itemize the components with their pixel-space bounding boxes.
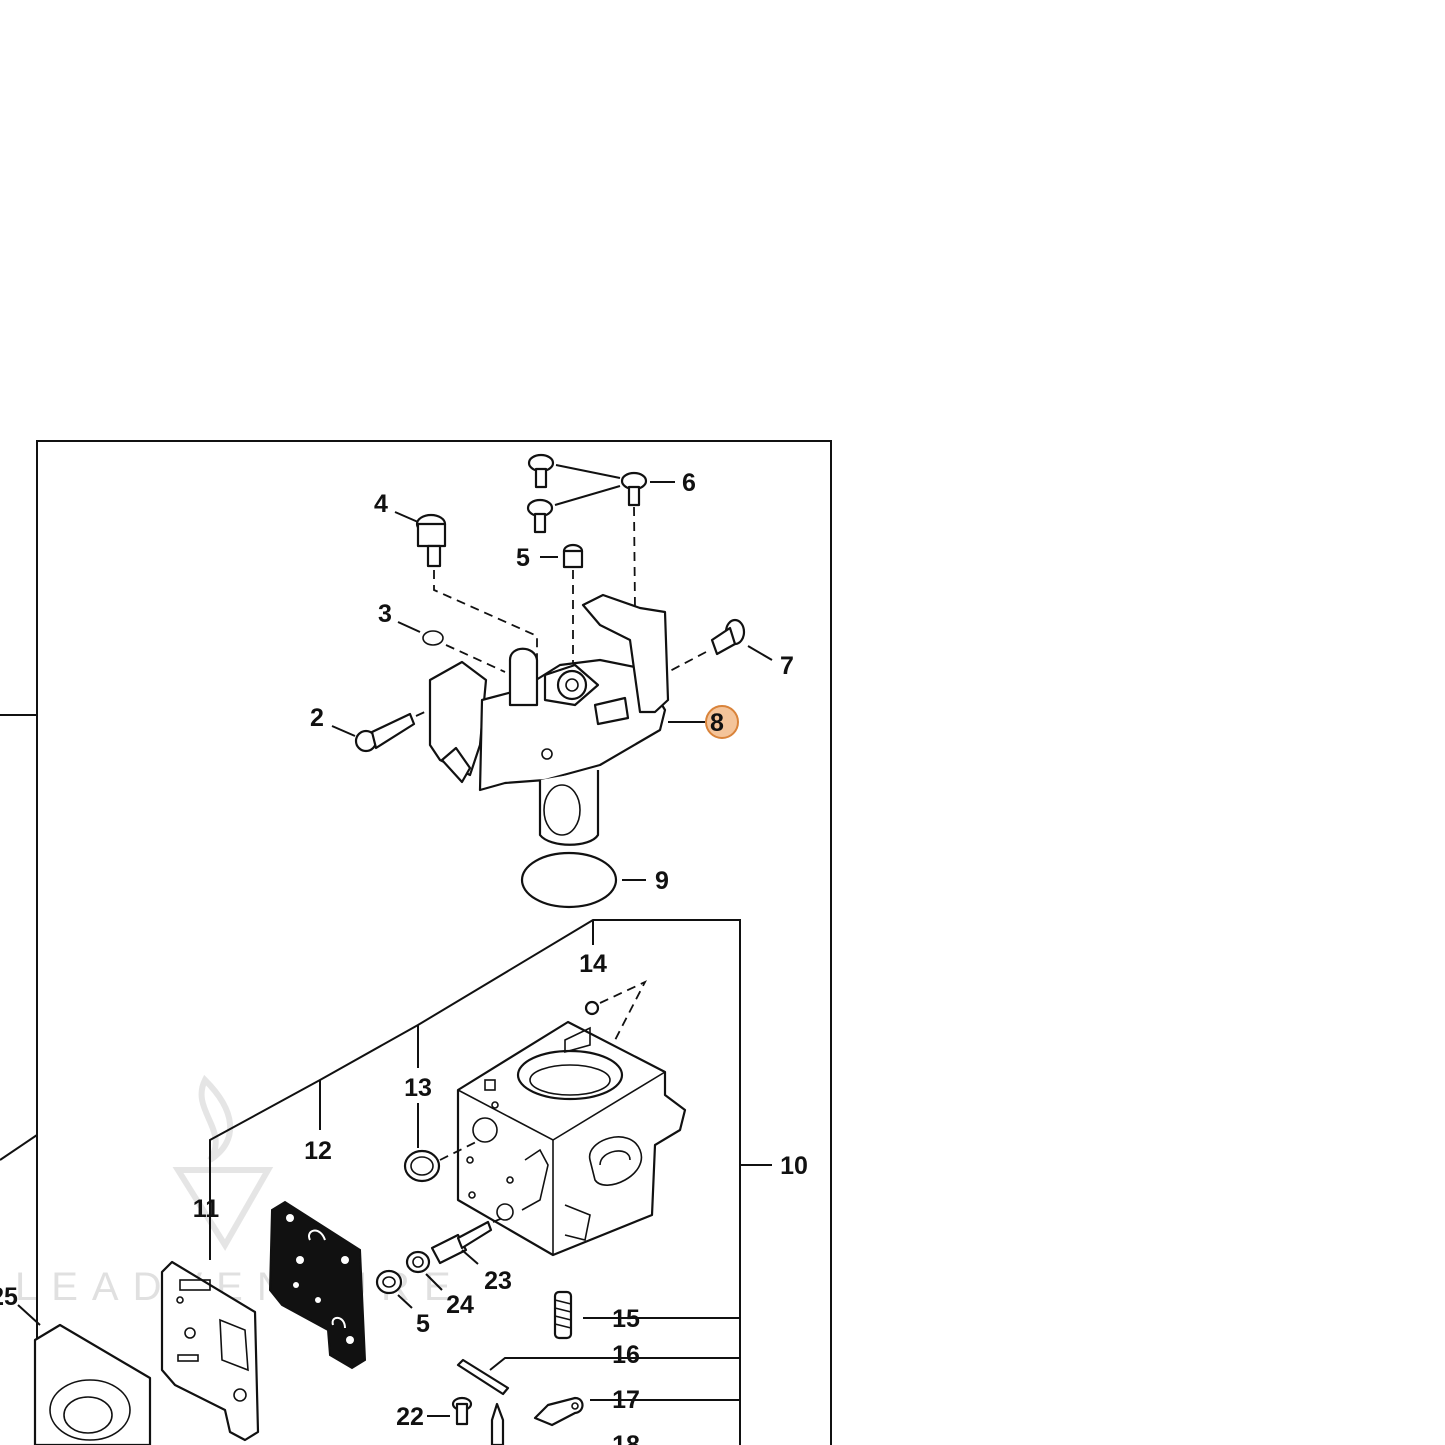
screw-part-2 [331,704,441,753]
callout-23: 23 [484,1267,512,1295]
callout-22: 22 [396,1403,424,1431]
callout-25: 25 [0,1283,18,1311]
jet-part-24 [405,1250,443,1291]
plug-part-5 [540,543,584,670]
callout-14: 14 [579,950,607,978]
callout-5a: 5 [516,544,530,572]
screw-part-6 [526,453,675,713]
callout-2: 2 [310,704,324,732]
spring-part-15 [553,1290,573,1340]
callout-9: 9 [655,867,669,895]
callout-3: 3 [378,600,392,628]
subassembly-bracket [209,919,772,1445]
screw-part-7 [667,618,773,673]
callout-15: 15 [612,1305,640,1333]
callout-7: 7 [780,652,794,680]
screen-part-13 [403,1103,481,1183]
assembly-frame [0,440,832,1445]
callout-10: 10 [780,1152,808,1180]
gasket-part-12 [268,1200,367,1370]
pin-part-16 [456,1358,510,1396]
callout-11: 11 [193,1195,220,1223]
callout-8-highlight[interactable] [705,705,739,739]
gasket-part-11 [160,1260,260,1442]
callout-13: 13 [404,1074,432,1102]
callout-12: 12 [304,1137,332,1165]
lever-part-17 [533,1396,584,1427]
carburetor-body-part-10 [456,1020,687,1257]
callout-5b: 5 [416,1310,430,1338]
screw-part-22 [427,1396,473,1426]
plug-part-5b [375,1269,413,1309]
oring-part-9 [520,851,646,909]
callout-24: 24 [446,1291,474,1319]
callout-4: 4 [374,490,388,518]
callout-labels: 2 3 4 5 6 7 8 9 10 11 12 13 14 15 16 17 … [0,469,808,1445]
callout-17: 17 [612,1386,640,1414]
cover-part-25 [17,1304,152,1445]
needle-valve [490,1402,505,1445]
needle-part-23 [430,1216,506,1265]
callout-18: 18 [612,1431,640,1445]
screw-part-4 [394,511,538,660]
callout-6: 6 [682,469,696,497]
callout-16: 16 [612,1341,640,1369]
callout-8[interactable]: 8 [710,709,724,737]
clip-part-3 [397,621,506,673]
plug-part-14 [584,980,648,1076]
housing-part-8 [428,593,705,846]
